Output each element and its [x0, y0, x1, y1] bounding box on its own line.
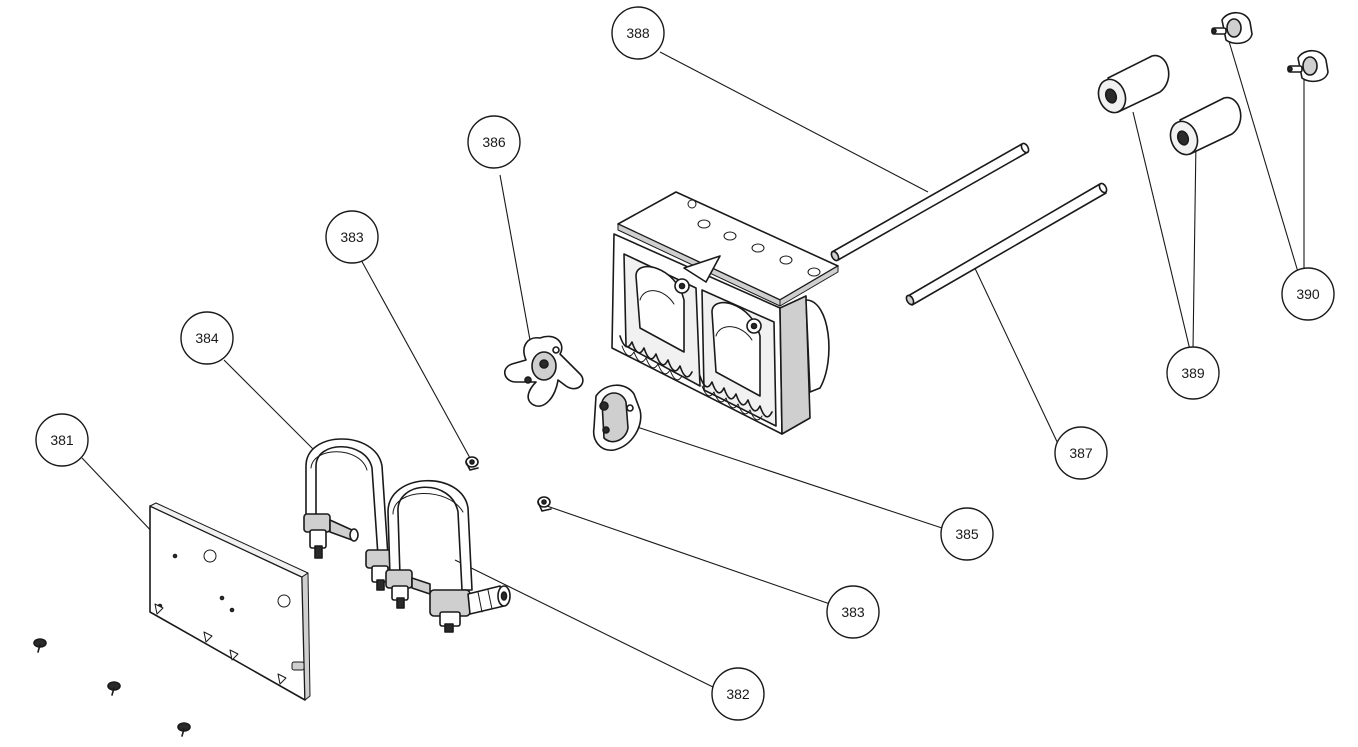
gear-icon [675, 279, 689, 293]
callout-386: 386 [467, 115, 521, 169]
end-cap-390-lower [1288, 51, 1328, 82]
u-tube-384 [304, 439, 392, 590]
fitting-middle [386, 570, 430, 608]
callout-385: 385 [940, 507, 994, 561]
gear-icon [747, 319, 761, 333]
leader-390a [1227, 37, 1299, 273]
leader-lines [81, 37, 1305, 689]
end-cap-390-upper [1212, 13, 1252, 44]
screws-381 [34, 639, 190, 736]
callout-label: 381 [50, 432, 74, 448]
leader-389a [1132, 111, 1191, 351]
callout-label: 383 [841, 604, 865, 620]
leader-387 [971, 261, 1061, 449]
roller-389-lower [1166, 98, 1241, 159]
callout-label: 385 [955, 526, 979, 542]
leader-388 [659, 51, 929, 193]
rotor-386 [505, 336, 583, 406]
leader-385 [627, 423, 943, 529]
rod-388 [830, 142, 1030, 262]
callout-label: 383 [340, 229, 364, 245]
callout-label: 386 [482, 134, 506, 150]
mounting-plate-381 [150, 503, 310, 700]
coupler-385 [594, 385, 641, 450]
callout-390: 390 [1281, 267, 1335, 321]
clip-383-lower [538, 497, 551, 511]
callout-label: 390 [1296, 286, 1320, 302]
callout-383-lower: 383 [826, 585, 880, 639]
valve-body [430, 586, 510, 632]
leader-383a [359, 257, 471, 459]
callout-383-upper: 383 [325, 210, 379, 264]
screw-3 [178, 723, 190, 736]
clip-383-upper [466, 457, 478, 470]
callout-label: 389 [1181, 365, 1205, 381]
pump-housing [612, 192, 838, 434]
callout-label: 382 [726, 686, 750, 702]
leader-384 [223, 359, 321, 457]
callout-387: 387 [1054, 426, 1108, 480]
callout-388: 388 [611, 6, 665, 60]
leader-386 [499, 174, 531, 341]
rod-387 [905, 182, 1108, 306]
callout-381: 381 [35, 413, 89, 467]
callout-label: 387 [1069, 445, 1093, 461]
leader-383b [543, 504, 831, 605]
leader-382 [454, 559, 716, 689]
callout-389: 389 [1166, 346, 1220, 400]
callout-label: 388 [626, 25, 650, 41]
screw-1 [34, 639, 46, 652]
callout-384: 384 [180, 311, 234, 365]
fitting-left [304, 514, 358, 558]
callout-382: 382 [711, 667, 765, 721]
u-tube-382 [386, 481, 510, 632]
screw-2 [108, 682, 120, 695]
roller-389-upper [1094, 56, 1169, 117]
leader-389b [1192, 139, 1197, 351]
callout-label: 384 [195, 330, 219, 346]
